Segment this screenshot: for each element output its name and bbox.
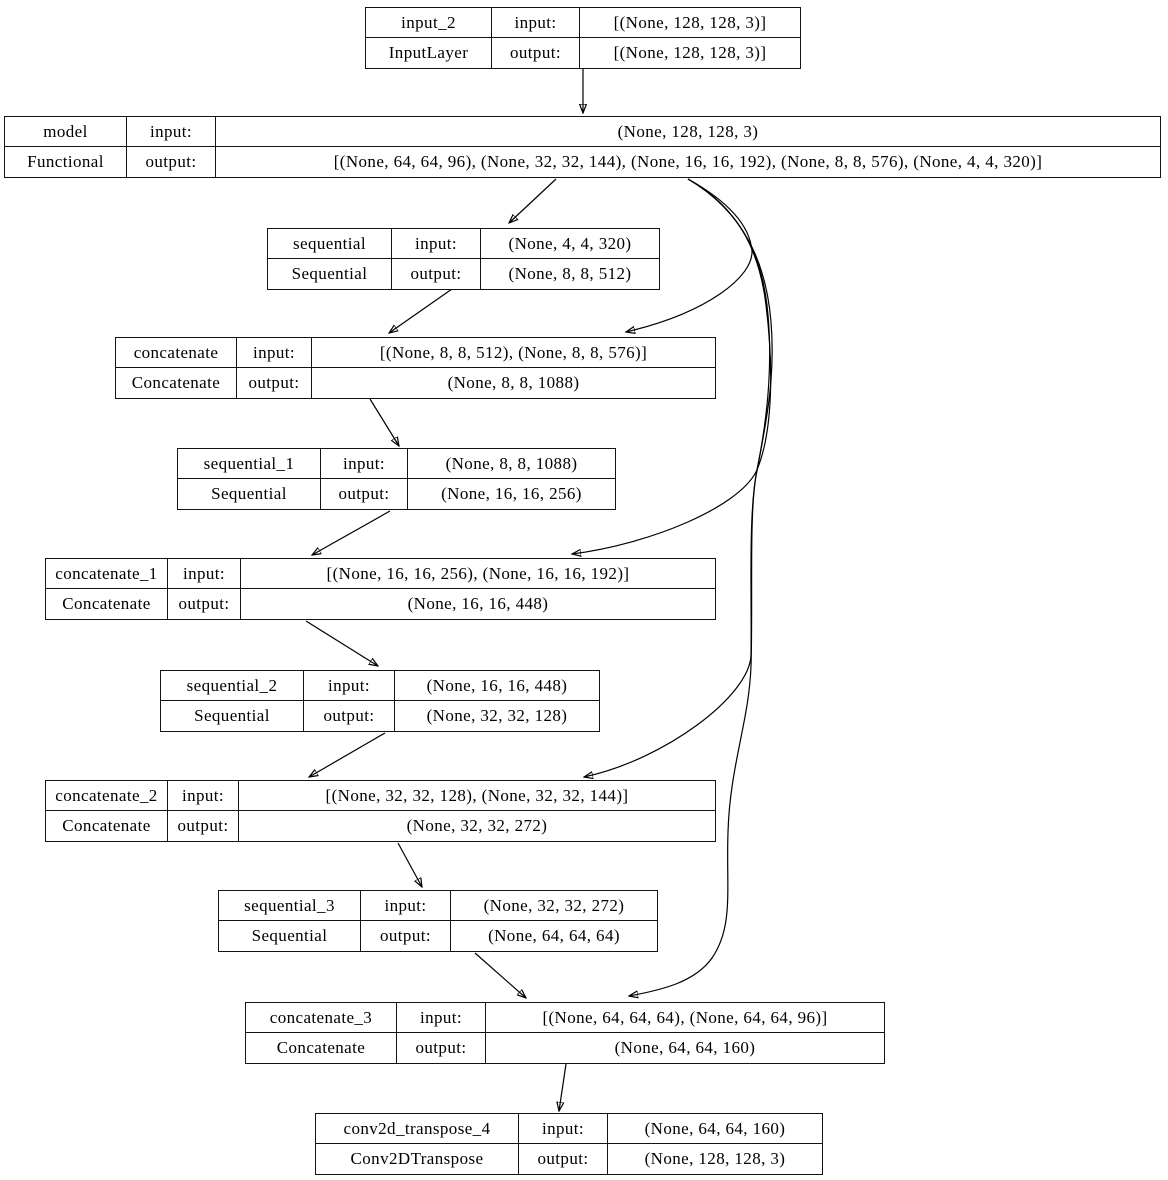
layer-name: sequential_1	[178, 449, 321, 479]
output-shape: (None, 16, 16, 256)	[441, 484, 582, 503]
input-shape: (None, 8, 8, 1088)	[408, 449, 615, 479]
output-label: output:	[392, 259, 481, 289]
input-label: input:	[392, 229, 481, 259]
input-label: input:	[397, 1003, 486, 1033]
output-shape: (None, 32, 32, 272)	[406, 816, 548, 835]
node-concatenate_1: concatenate_1 input: [(None, 16, 16, 256…	[45, 558, 716, 620]
layer-type: Sequential	[178, 479, 321, 509]
node-sequential_2: sequential_2 input: (None, 16, 16, 448) …	[160, 670, 600, 732]
node-model: model input: (None, 128, 128, 3) Functio…	[4, 116, 1161, 178]
edge-concatenate_2-to-sequential_3	[397, 842, 422, 887]
output-label: output:	[321, 479, 408, 509]
input-shape: (None, 128, 128, 3)	[216, 117, 1160, 147]
input-shape: [(None, 8, 8, 512), (None, 8, 8, 576)]	[312, 338, 715, 368]
input-label: input:	[304, 671, 395, 701]
input-label: input:	[492, 8, 580, 38]
output-shape: (None, 64, 64, 160)	[614, 1038, 756, 1057]
output-label: output:	[168, 811, 239, 841]
edge-model-to-concatenate_3	[629, 178, 773, 996]
layer-name: sequential_3	[219, 891, 361, 921]
edge-model-to-sequential	[509, 178, 557, 223]
layer-type: Sequential	[161, 701, 304, 731]
output-label: output:	[127, 147, 216, 177]
output-label: output:	[361, 921, 451, 951]
node-sequential_3: sequential_3 input: (None, 32, 32, 272) …	[218, 890, 658, 952]
output-label: output:	[492, 38, 580, 68]
edge-concatenate-to-sequential_1	[369, 398, 399, 446]
layer-type: Concatenate	[116, 368, 237, 398]
input-label: input:	[168, 559, 241, 589]
output-label: output:	[519, 1144, 608, 1174]
layer-name: conv2d_transpose_4	[316, 1114, 519, 1144]
edge-sequential_3-to-concatenate_3	[474, 952, 526, 998]
edge-concatenate_1-to-sequential_2	[305, 620, 378, 666]
output-shape: (None, 16, 16, 448)	[407, 594, 549, 613]
input-label: input:	[361, 891, 451, 921]
edge-sequential-to-concatenate	[389, 288, 453, 333]
input-shape: (None, 32, 32, 272)	[451, 891, 657, 921]
input-label: input:	[237, 338, 312, 368]
layer-type: Concatenate	[246, 1033, 397, 1063]
layer-type: Sequential	[219, 921, 361, 951]
output-shape: (None, 128, 128, 3)	[644, 1149, 786, 1168]
edge-sequential_1-to-concatenate_1	[312, 510, 391, 555]
output-label: output:	[168, 589, 241, 619]
layer-type: Functional	[5, 147, 127, 177]
node-concatenate_3: concatenate_3 input: [(None, 64, 64, 64)…	[245, 1002, 885, 1064]
output-label: output:	[237, 368, 312, 398]
node-sequential_1: sequential_1 input: (None, 8, 8, 1088) S…	[177, 448, 616, 510]
layer-name: input_2	[366, 8, 492, 38]
layer-name: sequential	[268, 229, 392, 259]
layer-name: concatenate_1	[46, 559, 168, 589]
output-shape: (None, 8, 8, 1088)	[447, 373, 580, 392]
input-label: input:	[127, 117, 216, 147]
input-label: input:	[321, 449, 408, 479]
output-shape: (None, 8, 8, 512)	[508, 264, 632, 283]
layer-name: concatenate_3	[246, 1003, 397, 1033]
input-shape: [(None, 64, 64, 64), (None, 64, 64, 96)]	[486, 1003, 884, 1033]
output-label: output:	[397, 1033, 486, 1063]
layer-name: model	[5, 117, 127, 147]
layer-name: sequential_2	[161, 671, 304, 701]
output-label: output:	[304, 701, 395, 731]
node-conv2d_transpose_4: conv2d_transpose_4 input: (None, 64, 64,…	[315, 1113, 823, 1175]
input-shape: (None, 4, 4, 320)	[481, 229, 659, 259]
layer-name: concatenate	[116, 338, 237, 368]
input-label: input:	[519, 1114, 608, 1144]
input-shape: [(None, 128, 128, 3)]	[580, 8, 800, 38]
layer-type: Concatenate	[46, 589, 168, 619]
output-shape: (None, 64, 64, 64)	[488, 926, 620, 945]
edge-sequential_2-to-concatenate_2	[309, 732, 386, 777]
edge-concatenate_3-to-conv2d_transpose_4	[559, 1063, 567, 1111]
output-shape: [(None, 64, 64, 96), (None, 32, 32, 144)…	[333, 152, 1043, 171]
input-shape: [(None, 16, 16, 256), (None, 16, 16, 192…	[241, 559, 715, 589]
edge-model-to-concatenate	[626, 178, 753, 332]
node-sequential: sequential input: (None, 4, 4, 320) Sequ…	[267, 228, 660, 290]
output-shape: [(None, 128, 128, 3)]	[613, 43, 767, 62]
input-shape: [(None, 32, 32, 128), (None, 32, 32, 144…	[239, 781, 715, 811]
layer-type: InputLayer	[366, 38, 492, 68]
output-shape: (None, 32, 32, 128)	[426, 706, 568, 725]
node-concatenate: concatenate input: [(None, 8, 8, 512), (…	[115, 337, 716, 399]
layer-name: concatenate_2	[46, 781, 168, 811]
layer-type: Sequential	[268, 259, 392, 289]
input-label: input:	[168, 781, 239, 811]
layer-type: Conv2DTranspose	[316, 1144, 519, 1174]
node-concatenate_2: concatenate_2 input: [(None, 32, 32, 128…	[45, 780, 716, 842]
input-shape: (None, 16, 16, 448)	[395, 671, 599, 701]
node-input_2: input_2 input: [(None, 128, 128, 3)] Inp…	[365, 7, 801, 69]
layer-type: Concatenate	[46, 811, 168, 841]
input-shape: (None, 64, 64, 160)	[608, 1114, 822, 1144]
